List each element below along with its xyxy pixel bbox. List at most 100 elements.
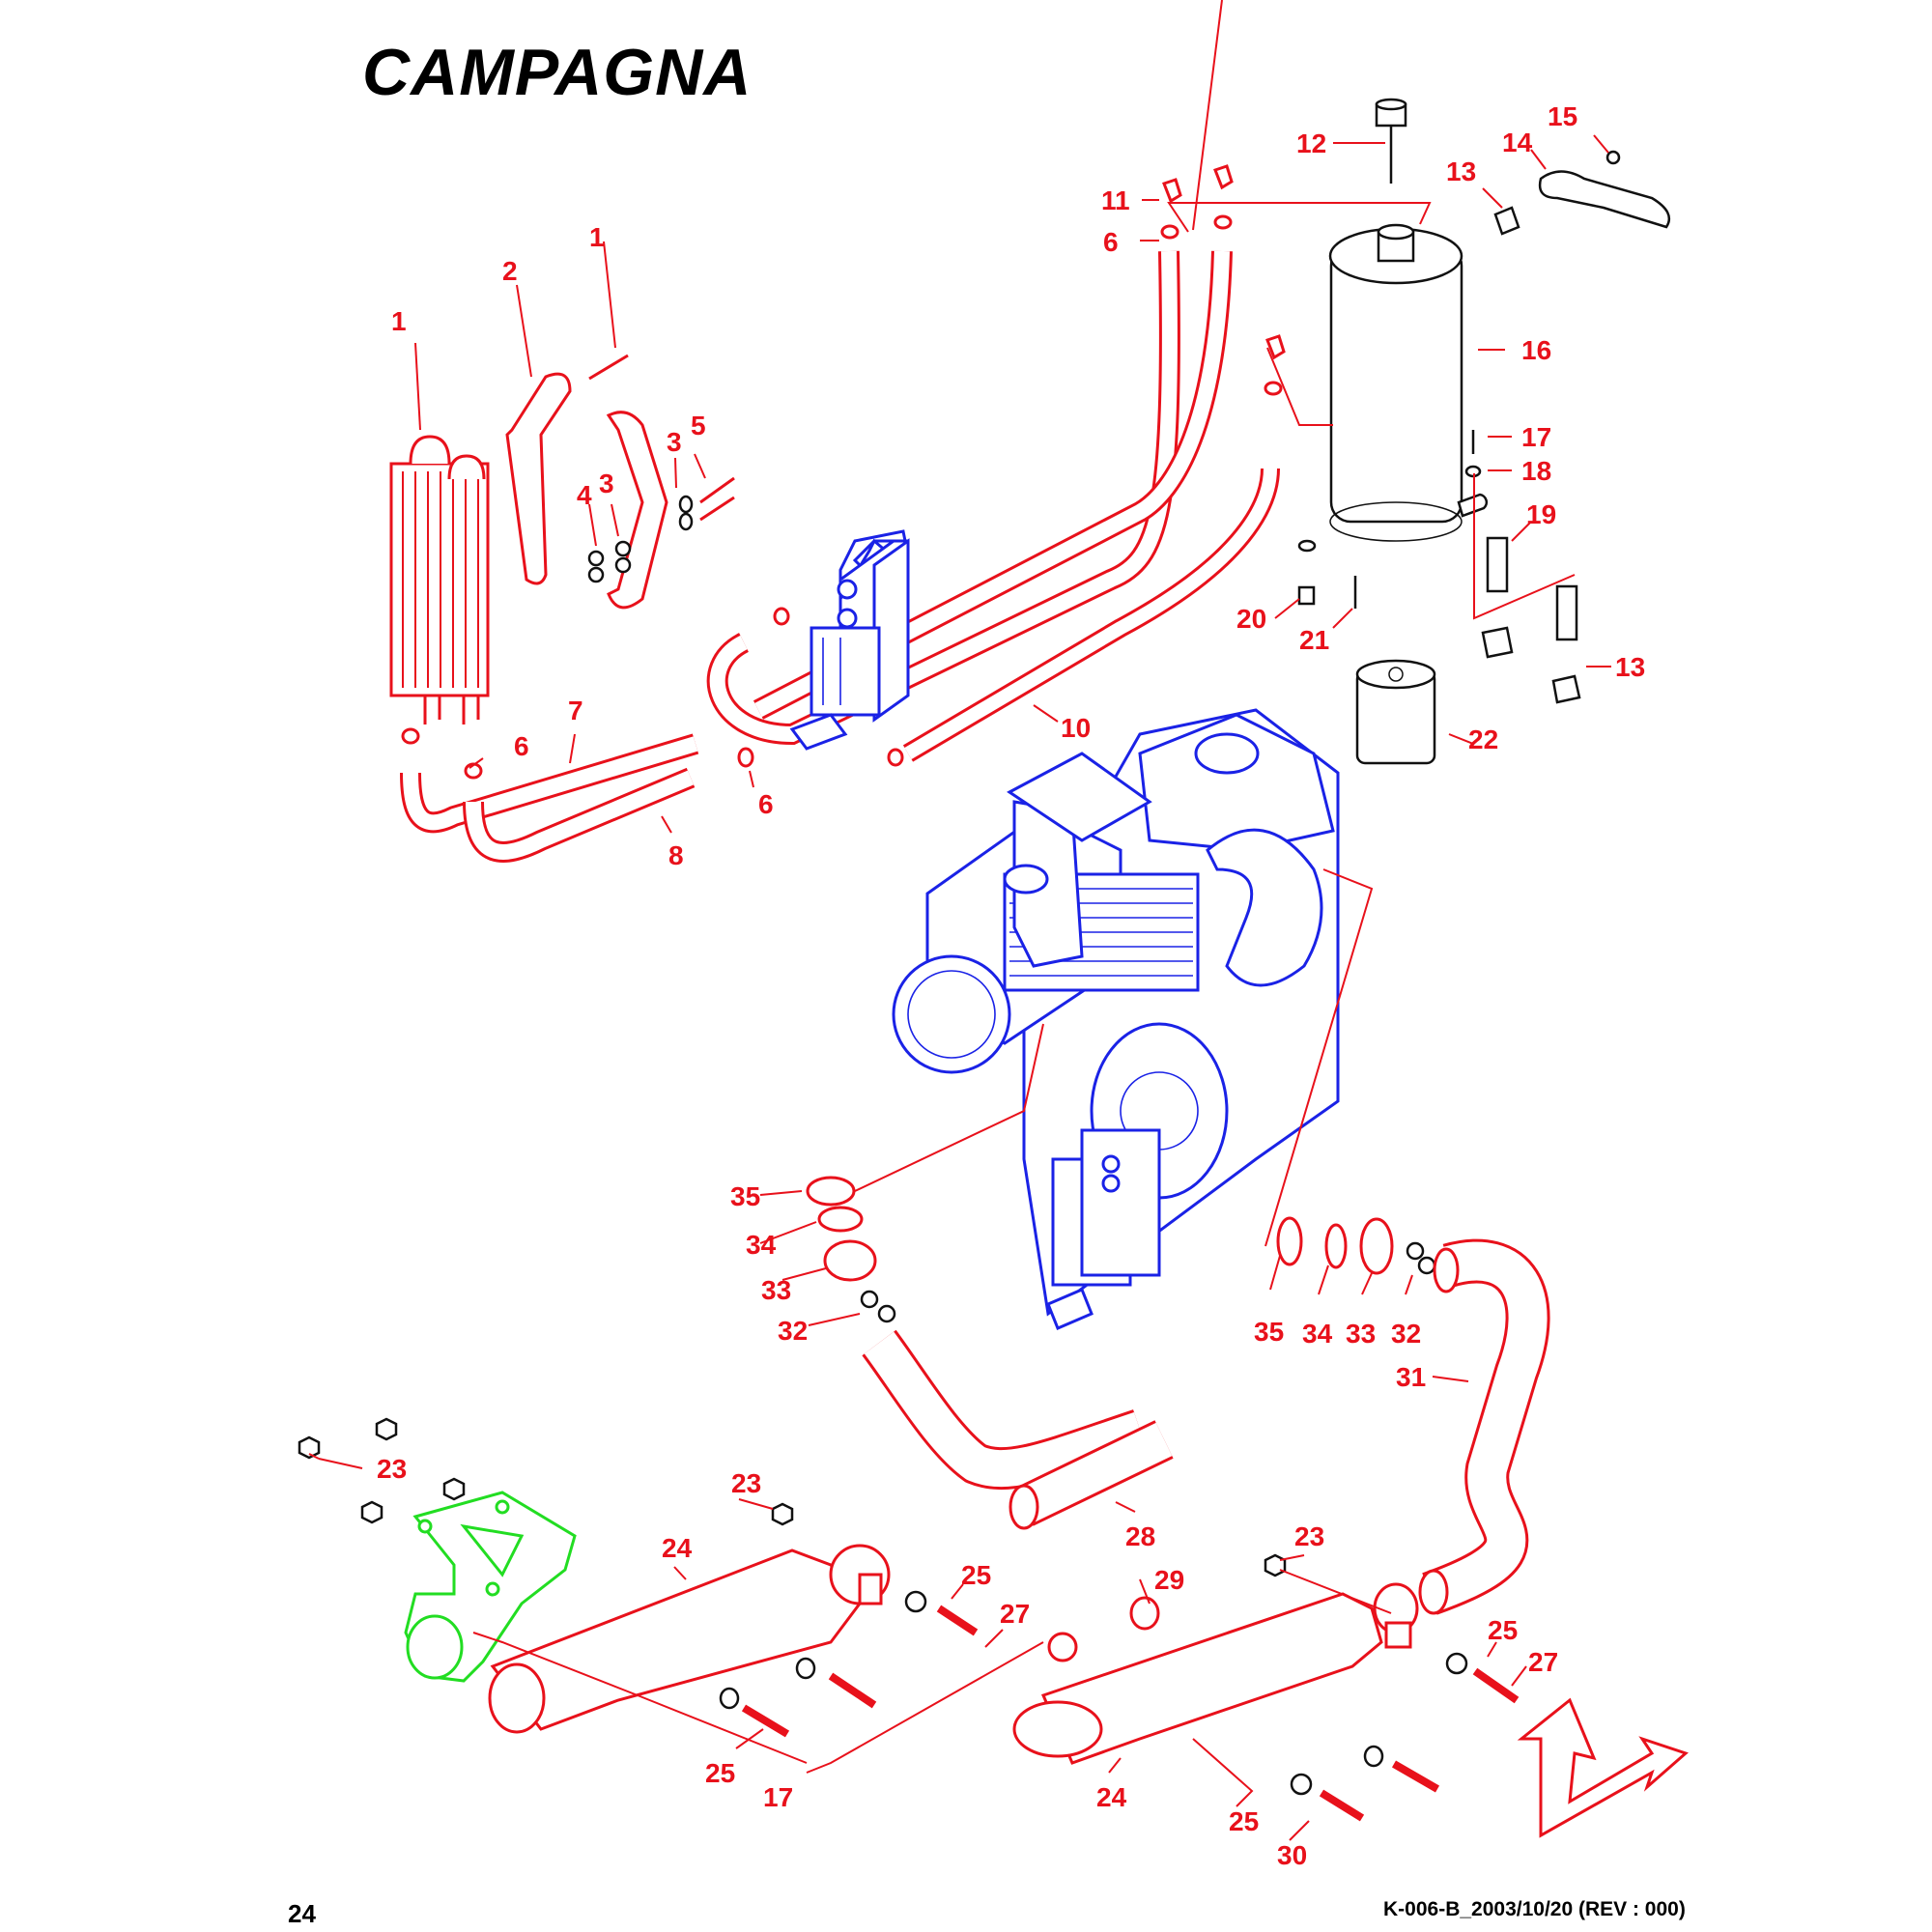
callout-29: 29 bbox=[1154, 1565, 1184, 1595]
document-reference: K-006-B_2003/10/20 (REV : 000) bbox=[1383, 1898, 1686, 1920]
callout-17: 17 bbox=[1521, 422, 1551, 452]
leader-lines bbox=[308, 0, 1611, 1841]
callout-19: 19 bbox=[1526, 499, 1556, 529]
fitting bbox=[1213, 164, 1234, 190]
callout-28: 28 bbox=[1125, 1521, 1155, 1551]
spacer bbox=[1486, 536, 1509, 593]
callout-34: 34 bbox=[1302, 1319, 1333, 1349]
washer bbox=[1297, 539, 1317, 553]
exhaust-flange bbox=[823, 1239, 877, 1282]
retaining-ring bbox=[817, 1206, 864, 1233]
callout-35: 35 bbox=[730, 1181, 760, 1211]
page-number: 24 bbox=[288, 1899, 316, 1928]
bolt bbox=[588, 354, 629, 381]
bolt bbox=[699, 476, 735, 504]
drain-plug bbox=[1297, 585, 1316, 606]
bolt bbox=[741, 1704, 790, 1738]
fitting bbox=[1162, 178, 1182, 204]
callout-8: 8 bbox=[668, 840, 684, 870]
callout-25: 25 bbox=[961, 1560, 991, 1590]
callout-25: 25 bbox=[1488, 1615, 1518, 1645]
washer bbox=[719, 1687, 740, 1710]
callout-33: 33 bbox=[1346, 1319, 1376, 1349]
brand-logo: CAMPAGNA bbox=[362, 36, 752, 109]
nut bbox=[1605, 150, 1621, 165]
tank-bracket bbox=[1538, 170, 1671, 229]
dipstick bbox=[1375, 98, 1407, 184]
washer bbox=[678, 512, 694, 531]
callout-7: 7 bbox=[568, 696, 583, 725]
callout-21: 21 bbox=[1299, 625, 1329, 655]
washer bbox=[795, 1657, 816, 1680]
callout-25: 25 bbox=[1229, 1806, 1259, 1836]
callout-32: 32 bbox=[778, 1316, 808, 1346]
oil-tank bbox=[1328, 223, 1489, 542]
callout-10: 10 bbox=[1061, 713, 1091, 743]
callout-18: 18 bbox=[1521, 456, 1551, 486]
callout-1: 1 bbox=[589, 222, 605, 252]
bolt bbox=[828, 1672, 877, 1709]
hex-nut bbox=[360, 1500, 384, 1524]
callout-23: 23 bbox=[1294, 1521, 1324, 1551]
callout-24: 24 bbox=[1096, 1782, 1127, 1812]
hose-clamp bbox=[737, 747, 754, 768]
exhaust-gasket bbox=[806, 1176, 856, 1207]
callout-35: 35 bbox=[1254, 1317, 1284, 1347]
callout-14: 14 bbox=[1502, 128, 1533, 157]
callout-32: 32 bbox=[1391, 1319, 1421, 1349]
callout-25: 25 bbox=[705, 1758, 735, 1788]
spacer bbox=[1129, 1596, 1160, 1631]
muffler-right bbox=[1012, 1582, 1419, 1765]
bolt bbox=[1391, 1760, 1440, 1793]
bolt bbox=[699, 496, 735, 522]
callout-6: 6 bbox=[758, 789, 774, 819]
callout-12: 12 bbox=[1296, 128, 1326, 158]
nut bbox=[587, 550, 605, 567]
header-pipe-rear bbox=[1418, 1238, 1550, 1615]
engine bbox=[892, 708, 1340, 1330]
rubber-mount bbox=[1493, 206, 1520, 236]
washer bbox=[1290, 1773, 1313, 1796]
nut bbox=[860, 1290, 879, 1309]
washer bbox=[678, 495, 694, 514]
callout-5: 5 bbox=[691, 411, 706, 440]
fitting bbox=[1265, 334, 1286, 360]
callout-2: 2 bbox=[502, 256, 518, 286]
callout-22: 22 bbox=[1468, 724, 1498, 754]
callout-17: 17 bbox=[763, 1782, 793, 1812]
callout-3: 3 bbox=[599, 469, 614, 498]
callout-23: 23 bbox=[731, 1468, 761, 1498]
hex-nut bbox=[375, 1417, 398, 1441]
oil-cooler bbox=[389, 435, 490, 724]
callout-16: 16 bbox=[1521, 335, 1551, 365]
cooler-bracket bbox=[505, 372, 572, 585]
callout-15: 15 bbox=[1548, 101, 1577, 131]
callout-13: 13 bbox=[1615, 652, 1645, 682]
nut bbox=[614, 540, 632, 557]
retaining-ring bbox=[1324, 1223, 1348, 1269]
oil-filter bbox=[1355, 659, 1436, 765]
hose-clamp bbox=[1213, 214, 1233, 230]
oil-pump-upper bbox=[789, 529, 910, 751]
bolt bbox=[936, 1605, 979, 1636]
nut bbox=[1417, 1256, 1436, 1275]
callout-1: 1 bbox=[391, 306, 407, 336]
hex-nut bbox=[1264, 1553, 1287, 1577]
hose-clamp bbox=[887, 748, 904, 767]
callout-13: 13 bbox=[1446, 156, 1476, 186]
rubber-mount bbox=[1481, 626, 1514, 659]
callout-3: 3 bbox=[667, 427, 682, 457]
callout-6: 6 bbox=[1103, 227, 1119, 257]
cooler-bracket-rear bbox=[606, 411, 668, 610]
callout-20: 20 bbox=[1236, 604, 1266, 634]
callout-23: 23 bbox=[377, 1454, 407, 1484]
callout-30: 30 bbox=[1277, 1840, 1307, 1870]
hex-nut bbox=[771, 1502, 794, 1526]
callout-labels: 1 1 2 3 3 4 5 6 6 6 7 8 10 11 12 13 13 1… bbox=[377, 101, 1645, 1870]
callout-24: 24 bbox=[662, 1533, 693, 1563]
nut bbox=[614, 556, 632, 574]
exhaust-flange bbox=[1359, 1217, 1394, 1275]
callout-33: 33 bbox=[761, 1275, 791, 1305]
exhaust-gasket bbox=[1276, 1216, 1303, 1266]
